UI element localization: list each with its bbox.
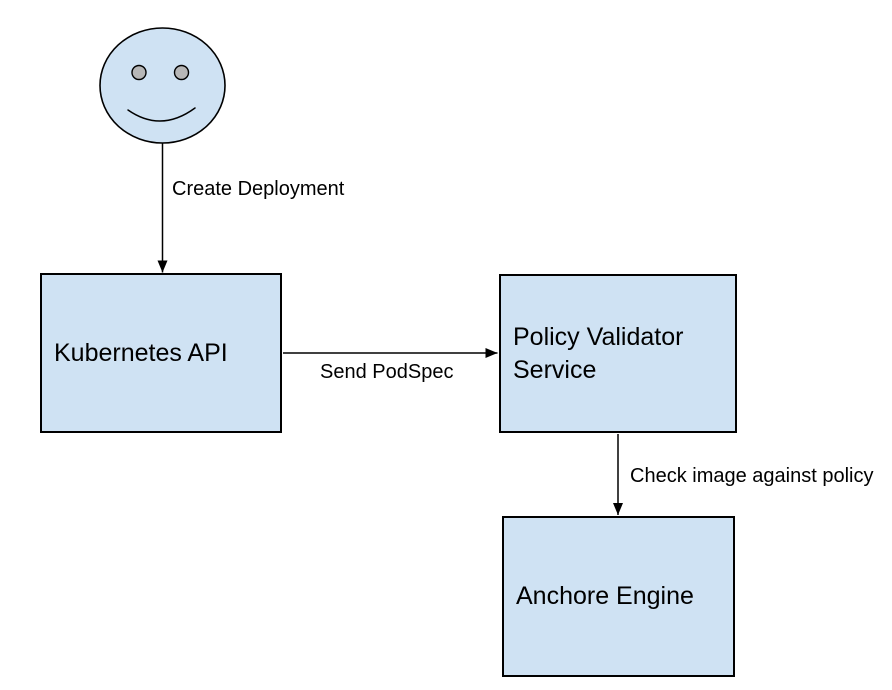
node-kubernetes-api-label: Kubernetes API: [54, 338, 228, 367]
user-smiley-icon: [99, 27, 226, 144]
right-eye-icon: [173, 64, 190, 81]
edge-label-check-image: Check image against policy: [630, 465, 874, 487]
node-anchore-engine: Anchore Engine: [502, 516, 735, 677]
node-anchore-engine-label: Anchore Engine: [516, 582, 694, 610]
edge-label-create-deployment: Create Deployment: [172, 178, 345, 200]
node-policy-validator-label: Policy Validator Service: [513, 322, 684, 384]
left-eye-icon: [131, 64, 147, 81]
node-policy-validator: Policy Validator Service: [499, 274, 737, 433]
smile-icon: [127, 107, 196, 122]
edge-label-send-podspec: Send PodSpec: [320, 361, 454, 383]
node-kubernetes-api: Kubernetes API: [40, 273, 282, 433]
face-ellipse: [99, 27, 226, 144]
